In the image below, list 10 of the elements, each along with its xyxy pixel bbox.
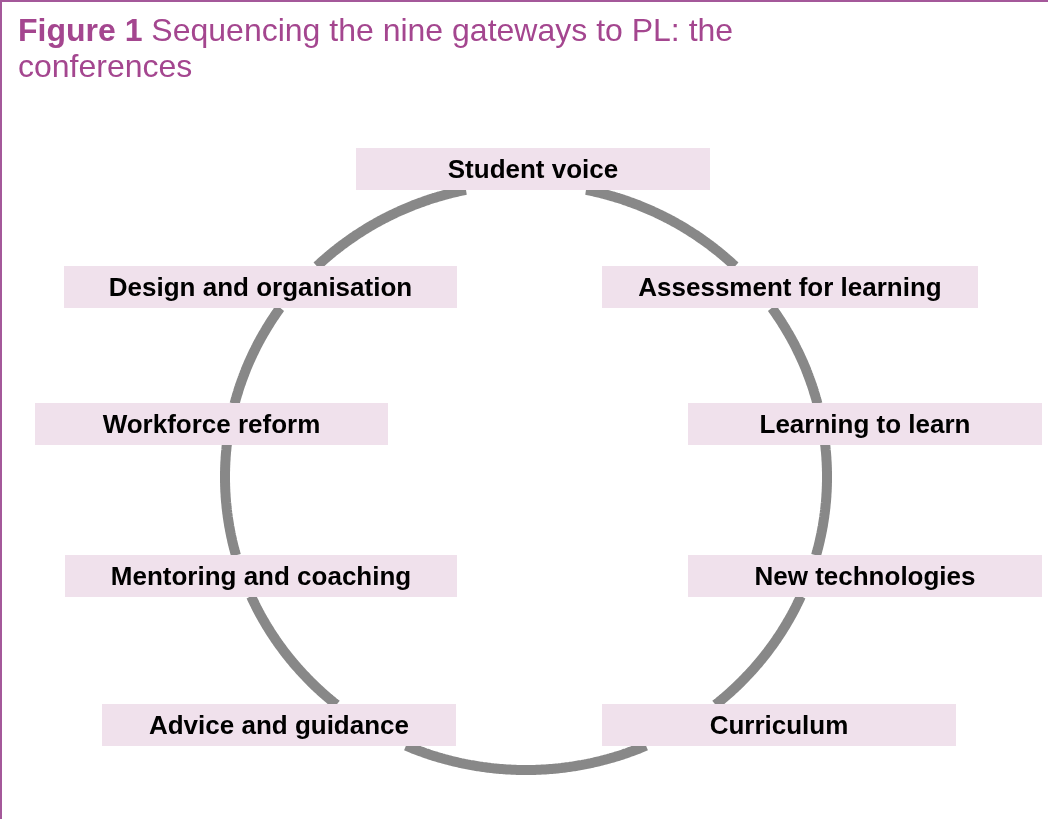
topic-label: Design and organisation	[64, 266, 457, 308]
topic-label: Assessment for learning	[602, 266, 978, 308]
topic-label: Student voice	[356, 148, 710, 190]
topic-label: Learning to learn	[688, 403, 1042, 445]
figure-title: Figure 1 Sequencing the nine gateways to PL: the conferences	[18, 12, 735, 84]
topic-label: Workforce reform	[35, 403, 388, 445]
topic-label: New technologies	[688, 555, 1042, 597]
topic-label: Mentoring and coaching	[65, 555, 457, 597]
topic-label: Curriculum	[602, 704, 956, 746]
topic-label: Advice and guidance	[102, 704, 456, 746]
